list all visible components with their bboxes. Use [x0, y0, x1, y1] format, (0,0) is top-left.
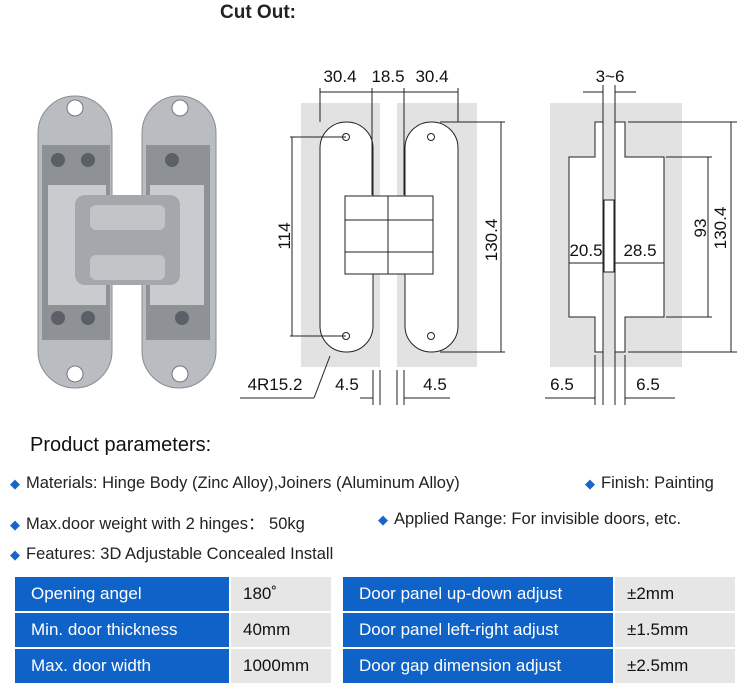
cut-out-title: Cut Out:	[220, 2, 296, 23]
bullet-materials: ◆ Materials: Hinge Body (Zinc Alloy),Join…	[10, 474, 460, 493]
spec-label: Min. door thickness	[15, 613, 229, 647]
dim-height: 130.4	[482, 219, 501, 262]
dim-side-gap: 3~6	[596, 67, 625, 86]
spec-value: ±1.5mm	[615, 613, 735, 647]
spec-label: Opening angel	[15, 577, 229, 611]
product-parameters-title: Product parameters:	[30, 434, 212, 456]
dim-left-depth: 20.5	[569, 241, 602, 260]
dim-left-lip: 6.5	[550, 375, 574, 394]
dim-gap: 18.5	[371, 67, 404, 86]
dim-right-lip: 6.5	[636, 375, 660, 394]
side-view-drawing: 3~6 93 130.4 20.5 28.5 6.5 6.5	[545, 67, 737, 405]
diamond-bullet-icon: ◆	[585, 476, 595, 491]
dim-inner-height: 93	[691, 219, 710, 238]
front-view-drawing: 30.4 18.5 30.4 114 130.4 4R15.2 4.5 4.5	[240, 67, 505, 405]
bullet-text: Finish: Painting	[601, 474, 714, 492]
diamond-bullet-icon: ◆	[378, 512, 388, 527]
spec-value: 1000mm	[231, 649, 331, 683]
spec-value: ±2mm	[615, 577, 735, 611]
diamond-bullet-icon: ◆	[10, 476, 20, 491]
bullet-text: Materials: Hinge Body (Zinc Alloy),Joine…	[26, 474, 460, 492]
table-row: Door gap dimension adjust±2.5mm	[343, 649, 735, 683]
bullet-text: Applied Range: For invisible doors, etc.	[394, 510, 682, 528]
spec-value: 40mm	[231, 613, 331, 647]
bullet-finish: ◆ Finish: Painting	[585, 474, 714, 493]
spec-value: ±2.5mm	[615, 649, 735, 683]
spec-label: Door panel up-down adjust	[343, 577, 613, 611]
spec-label: Door panel left-right adjust	[343, 613, 613, 647]
hinge-product-photo	[37, 95, 217, 389]
table-row: Door panel left-right adjust±1.5mm	[343, 613, 735, 647]
spec-table-right: Door panel up-down adjust±2mm Door panel…	[343, 577, 735, 685]
dim-side-height: 130.4	[711, 207, 730, 250]
bullet-max-weight: ◆ Max.door weight with 2 hinges： 50kg	[10, 510, 305, 534]
dim-hole-spacing: 114	[275, 222, 294, 249]
hinge-drawings: 30.4 18.5 30.4 114 130.4 4R15.2 4.5 4.5 …	[37, 67, 737, 405]
dim-right-width: 30.4	[415, 67, 448, 86]
dim-right-offset: 4.5	[423, 375, 447, 394]
dim-right-depth: 28.5	[623, 241, 656, 260]
bullet-text: Max.door weight with 2 hinges： 50kg	[26, 515, 305, 533]
table-row: Door panel up-down adjust±2mm	[343, 577, 735, 611]
spec-label: Max. door width	[15, 649, 229, 683]
bullet-applied-range: ◆ Applied Range: For invisible doors, etc…	[378, 510, 681, 529]
diamond-bullet-icon: ◆	[10, 547, 20, 562]
spec-value: 180˚	[231, 577, 331, 611]
spec-label: Door gap dimension adjust	[343, 649, 613, 683]
dim-left-offset: 4.5	[335, 375, 359, 394]
bullet-text: Features: 3D Adjustable Concealed Instal…	[26, 545, 334, 563]
bullet-features: ◆ Features: 3D Adjustable Concealed Insta…	[10, 545, 333, 564]
diamond-bullet-icon: ◆	[10, 517, 20, 532]
dim-radius: 4R15.2	[248, 375, 303, 394]
dim-left-width: 30.4	[323, 67, 356, 86]
